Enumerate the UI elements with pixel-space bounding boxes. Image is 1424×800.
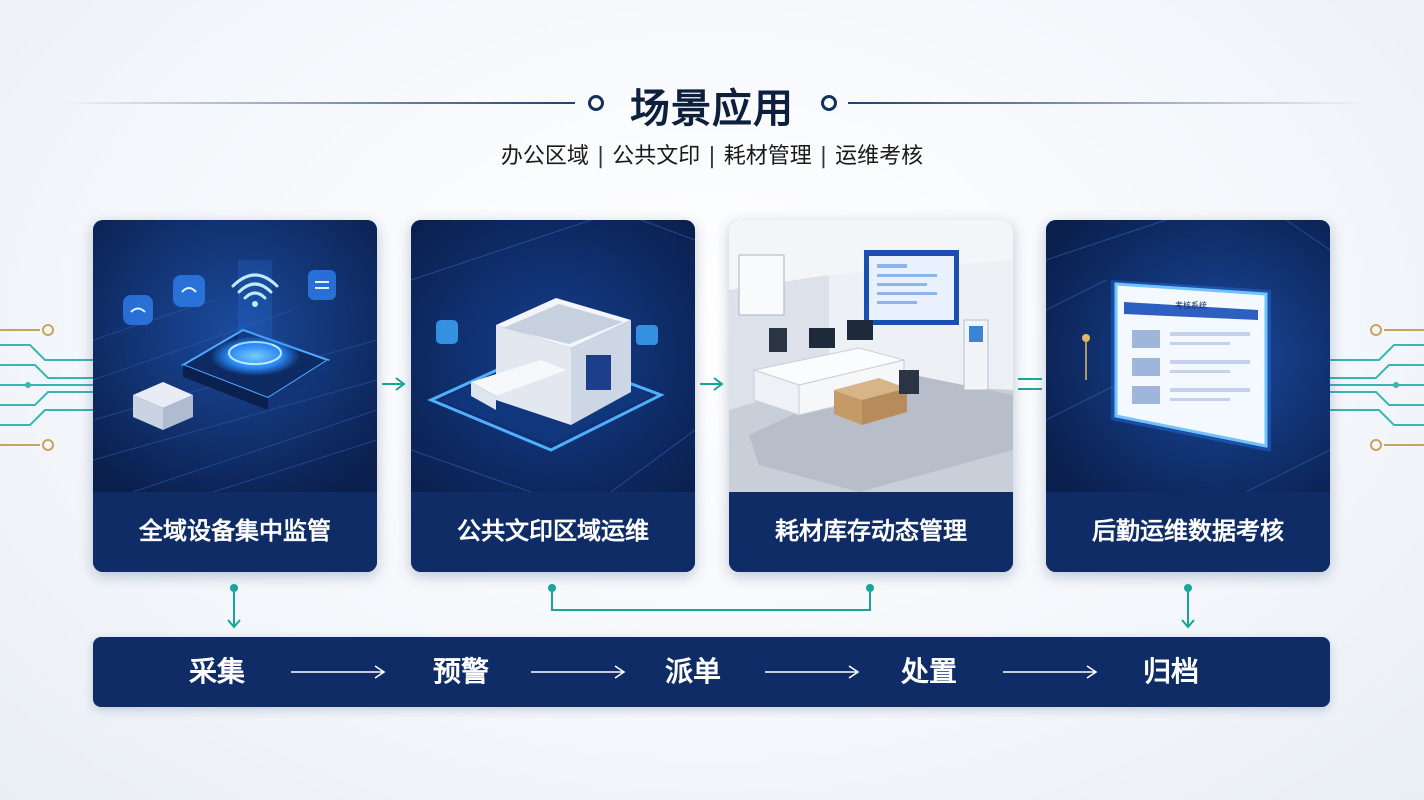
subtitle-item: 耗材管理 bbox=[723, 144, 812, 169]
connector-card2-card3-bracket bbox=[548, 584, 874, 611]
flow-arrow-icon bbox=[765, 665, 860, 679]
title-dot-right bbox=[821, 95, 837, 111]
dashboard-screen-illustration: 考核系统 bbox=[1046, 220, 1330, 492]
flow-arrow-icon bbox=[291, 665, 386, 679]
connector-card1-down bbox=[227, 584, 241, 629]
subtitle-separator: | bbox=[819, 144, 828, 169]
flow-step-archive[interactable]: 归档 bbox=[1143, 655, 1200, 688]
card-label: 后勤运维数据考核 bbox=[1046, 492, 1330, 572]
title-divider-left bbox=[60, 102, 575, 104]
process-flow-bar: 采集 预警 派单 处置 归档 bbox=[93, 637, 1330, 707]
flow-step-handle[interactable]: 处置 bbox=[901, 655, 958, 688]
card-consumables[interactable]: 耗材库存动态管理 bbox=[729, 220, 1013, 572]
subtitle-separator: | bbox=[596, 144, 605, 169]
subtitle-item: 办公区域 bbox=[500, 144, 589, 169]
title-dot-left bbox=[588, 95, 604, 111]
card-label: 耗材库存动态管理 bbox=[729, 492, 1013, 572]
card-maintenance-assessment[interactable]: 考核系统 后勤运维数据考核 bbox=[1046, 220, 1330, 572]
subtitle-item: 公共文印 bbox=[612, 144, 701, 169]
subtitle-item: 运维考核 bbox=[835, 144, 924, 169]
wifi-iot-devices-illustration bbox=[93, 220, 377, 492]
card-device-monitoring[interactable]: 全域设备集中监管 bbox=[93, 220, 377, 572]
flow-arrow-icon bbox=[1003, 665, 1098, 679]
title-divider-right bbox=[848, 102, 1368, 104]
card-print-area[interactable]: 公共文印区域运维 bbox=[411, 220, 695, 572]
office-storage-illustration bbox=[729, 220, 1013, 492]
flow-arrow-icon bbox=[531, 665, 626, 679]
connector-card4-down bbox=[1181, 584, 1195, 629]
arrow-card1-card2 bbox=[382, 377, 406, 391]
printer-illustration bbox=[411, 220, 695, 492]
card-label: 公共文印区域运维 bbox=[411, 492, 695, 572]
flow-step-dispatch[interactable]: 派单 bbox=[665, 655, 722, 688]
title-row: 场景应用 bbox=[0, 72, 1424, 132]
flow-step-collect[interactable]: 采集 bbox=[189, 655, 246, 688]
right-circuit-lines bbox=[1330, 324, 1424, 451]
connector-card3-card4 bbox=[1018, 378, 1042, 390]
screen-title: 考核系统 bbox=[1175, 300, 1207, 310]
card-label: 全域设备集中监管 bbox=[93, 492, 377, 572]
subtitle-separator: | bbox=[708, 144, 716, 169]
subtitle: 办公区域 | 公共文印 | 耗材管理 | 运维考核 bbox=[0, 138, 1424, 170]
left-circuit-lines bbox=[0, 324, 95, 451]
flow-step-alert[interactable]: 预警 bbox=[433, 655, 490, 688]
arrow-card2-card3 bbox=[700, 377, 724, 391]
page-title: 场景应用 bbox=[630, 86, 794, 132]
